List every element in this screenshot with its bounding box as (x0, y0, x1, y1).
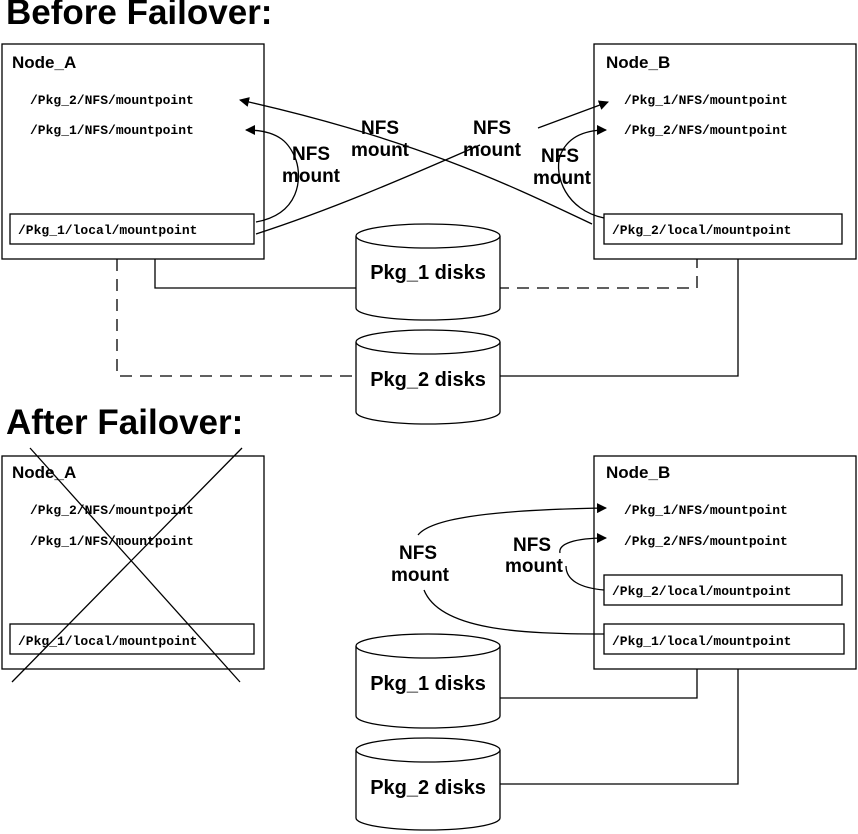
after-node-b-local-1: /Pkg_2/local/mountpoint (612, 584, 791, 599)
before-node-a-mount-2: /Pkg_1/NFS/mountpoint (30, 123, 194, 138)
before-nfs-cross-a-to-b-arrow (537, 100, 609, 129)
before-node-a-mount-1: /Pkg_2/NFS/mountpoint (30, 93, 194, 108)
before-node-b-name: Node_B (606, 53, 670, 72)
after-node-b-local-box-1 (603, 574, 843, 606)
after-pkg1-disks: Pkg_1 disks (355, 633, 501, 729)
after-pkg2-disks: Pkg_2 disks (355, 737, 501, 831)
after-node-a-mount-1: /Pkg_2/NFS/mountpoint (30, 503, 194, 518)
before-nfs-cross-a-to-b-segment (255, 144, 481, 235)
after-node-a: Node_A /Pkg_2/NFS/mountpoint /Pkg_1/NFS/… (1, 447, 265, 683)
before-nfs-label-cross-a-line1: NFS (361, 118, 399, 139)
after-node-b-to-pkg2-link (497, 669, 739, 785)
before-nfs-cross-b-to-a (239, 97, 593, 225)
before-node-a-to-pkg2-standby-link (116, 259, 360, 377)
after-node-a-failed-cross-1 (29, 447, 241, 683)
after-pkg1-disks-label: Pkg_1 disks (370, 673, 486, 695)
after-node-a-name: Node_A (12, 463, 76, 482)
after-nfs-label-outer-line2: mount (391, 565, 450, 586)
before-nfs-label-cross-b-line1: NFS (473, 118, 511, 139)
before-nfs-label-cross-b-line2: mount (463, 140, 522, 161)
before-pkg1-disks-label: Pkg_1 disks (370, 262, 486, 284)
before-node-b-mount-2: /Pkg_2/NFS/mountpoint (624, 123, 788, 138)
after-node-a-mount-2: /Pkg_1/NFS/mountpoint (30, 534, 194, 549)
after-node-b-mount-2: /Pkg_2/NFS/mountpoint (624, 534, 788, 549)
after-outer-nfs-arrow (417, 503, 607, 536)
after-failover-heading: After Failover: (6, 403, 243, 442)
after-nfs-label-inner-line1: NFS (513, 535, 551, 556)
after-outer-nfs-lower (423, 589, 605, 635)
before-pkg2-disks-label: Pkg_2 disks (370, 369, 486, 391)
before-nfs-label-cross-a-line2: mount (351, 140, 410, 161)
after-nfs-label-inner-line2: mount (505, 556, 564, 577)
before-node-a-local: /Pkg_1/local/mountpoint (18, 223, 197, 238)
after-inner-nfs-arrow (559, 533, 607, 554)
before-node-a-to-pkg1-link (154, 259, 360, 289)
after-pkg2-disks-label: Pkg_2 disks (370, 777, 486, 799)
before-node-b-to-pkg2-link (497, 259, 739, 377)
after-node-b-name: Node_B (606, 463, 670, 482)
after-node-b-local-2: /Pkg_1/local/mountpoint (612, 634, 791, 649)
before-nfs-label-b-line2: mount (533, 168, 592, 189)
before-pkg2-disks: Pkg_2 disks (355, 329, 501, 425)
before-node-b-local: /Pkg_2/local/mountpoint (612, 223, 791, 238)
before-failover-heading: Before Failover: (6, 0, 272, 32)
before-node-b-local-nfs-arrow (557, 125, 607, 219)
after-inner-nfs-lower (565, 565, 605, 591)
after-node-b: Node_B /Pkg_1/NFS/mountpoint /Pkg_2/NFS/… (593, 455, 857, 670)
before-nfs-label-a-line1: NFS (292, 144, 330, 165)
before-nfs-label-b-line1: NFS (541, 146, 579, 167)
before-pkg1-disks: Pkg_1 disks (355, 223, 501, 321)
after-node-a-failed-cross-2 (11, 447, 243, 683)
before-node-a-local-nfs-arrow (245, 125, 300, 223)
after-node-a-local: /Pkg_1/local/mountpoint (18, 634, 197, 649)
after-node-b-mount-1: /Pkg_1/NFS/mountpoint (624, 503, 788, 518)
after-node-a-local-box (9, 623, 255, 655)
before-nfs-label-a-line2: mount (282, 166, 341, 187)
before-node-b: Node_B /Pkg_1/NFS/mountpoint /Pkg_2/NFS/… (593, 43, 857, 260)
before-node-b-to-pkg1-standby-link (497, 259, 698, 289)
after-nfs-label-outer-line1: NFS (399, 543, 437, 564)
before-node-b-local-box (603, 213, 843, 245)
after-node-b-to-pkg1-link (497, 669, 698, 699)
after-node-b-local-box-2 (603, 623, 845, 655)
before-node-a: Node_A /Pkg_2/NFS/mountpoint /Pkg_1/NFS/… (1, 43, 265, 260)
before-node-a-local-box (9, 213, 255, 245)
before-node-b-mount-1: /Pkg_1/NFS/mountpoint (624, 93, 788, 108)
before-node-a-name: Node_A (12, 53, 76, 72)
